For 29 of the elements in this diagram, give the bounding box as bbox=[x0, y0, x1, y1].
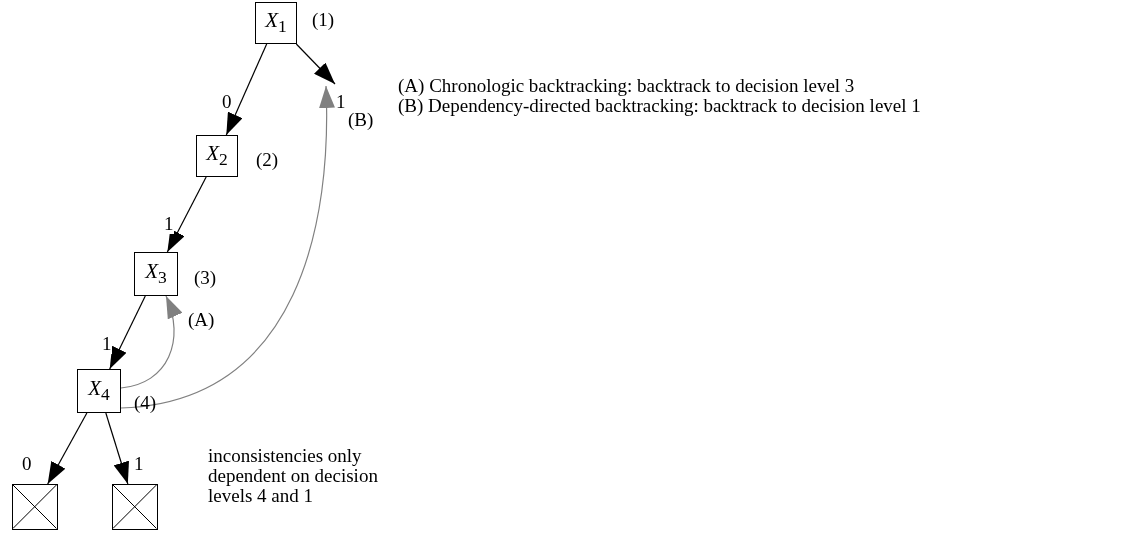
legend-note: (B) Dependency-directed backtracking: backtrack to decision level 1 bbox=[398, 96, 921, 116]
edge-label: (B) bbox=[348, 110, 374, 130]
variable-label: X$_{4}$ bbox=[88, 376, 110, 406]
edge-label: 1 bbox=[102, 334, 112, 354]
level-number: (1) bbox=[312, 10, 335, 30]
edge-label: 1 bbox=[164, 214, 174, 234]
backtrack-arrow bbox=[120, 85, 335, 409]
variable-label: X$_{2}$ bbox=[206, 141, 228, 171]
variable-box bbox=[77, 369, 121, 413]
arrow bbox=[295, 43, 336, 85]
level-number: (3) bbox=[194, 268, 217, 288]
crossed-box bbox=[12, 484, 58, 530]
level-number: (4) bbox=[134, 393, 157, 413]
edge-label: (A) bbox=[188, 310, 215, 330]
arrow bbox=[225, 43, 268, 136]
arrow bbox=[105, 412, 129, 485]
crossed-box bbox=[112, 484, 158, 530]
note: inconsistencies only dependent on decision levels 4 and 1 bbox=[208, 446, 379, 506]
arrow bbox=[166, 176, 207, 253]
level-number: (2) bbox=[256, 150, 279, 170]
arrow bbox=[109, 295, 146, 370]
legend-note: (A) Chronologic backtracking: backtrack to decision level 3 bbox=[398, 76, 855, 96]
variable-box bbox=[255, 2, 297, 44]
variable-label: X$_{3}$ bbox=[145, 259, 167, 289]
backtrack-arrow bbox=[120, 295, 182, 389]
variable-label: X$_{1}$ bbox=[265, 8, 287, 38]
variable-box bbox=[196, 135, 238, 177]
arrow bbox=[47, 412, 88, 485]
variable-box bbox=[134, 252, 178, 296]
